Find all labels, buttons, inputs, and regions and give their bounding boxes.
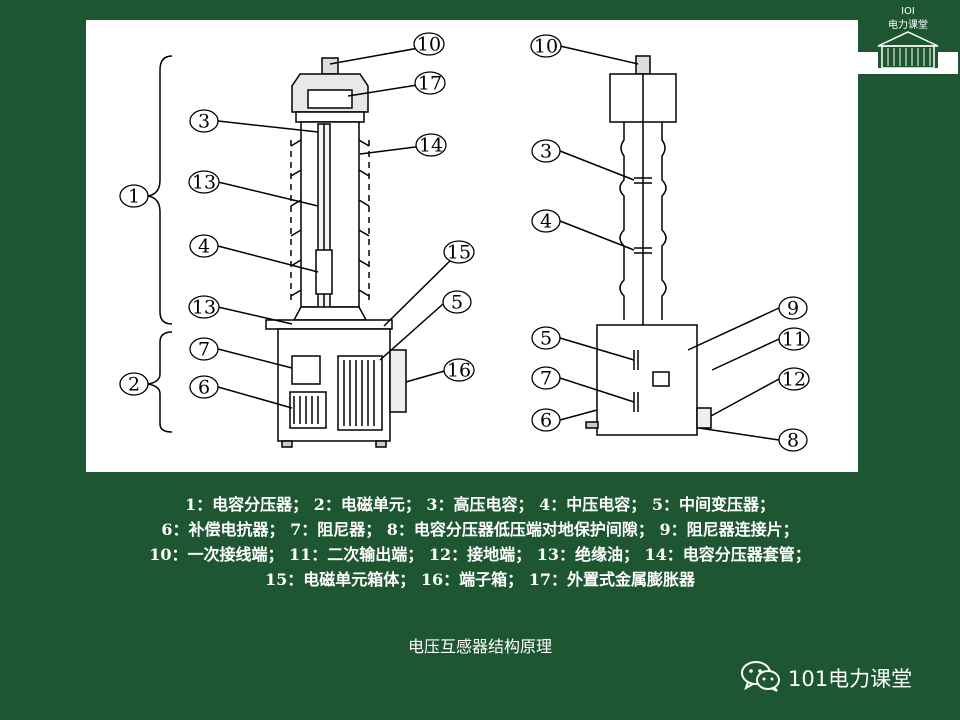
svg-text:7: 7 [198, 339, 210, 361]
svg-text:6: 6 [198, 377, 210, 399]
legend-line-4: 15：电磁单元箱体； 16：端子箱； 17：外置式金属膨胀器 [265, 570, 695, 589]
svg-text:12: 12 [782, 369, 806, 391]
svg-text:13: 13 [192, 297, 216, 319]
diagram-caption: 电压互感器结构原理 [407, 637, 552, 656]
svg-text:16: 16 [447, 360, 471, 382]
callout-16-left: 16 [443, 358, 475, 382]
brace-1 [147, 55, 173, 325]
brand-name: 101电力课堂 [788, 667, 913, 691]
svg-text:10: 10 [417, 34, 441, 56]
legend-line-1: 1：电容分压器； 2：电磁单元； 3：高压电容； 4：中压电容； 5：中间变压器… [185, 495, 775, 514]
callout-13b-left: 13 [188, 295, 220, 319]
svg-text:4: 4 [540, 211, 552, 233]
callout-5-left: 5 [442, 290, 472, 314]
callout-12-right: 12 [778, 367, 810, 391]
callout-2-left: 2 [119, 372, 149, 396]
svg-text:4: 4 [198, 236, 210, 258]
svg-text:电力课堂: 电力课堂 [888, 18, 928, 31]
legend: 1：电容分压器； 2：电磁单元； 3：高压电容； 4：中压电容； 5：中间变压器… [40, 492, 920, 592]
legend-line-2: 6：补偿电抗器； 7：阻尼器； 8：电容分压器低压端对地保护间隙； 9：阻尼器连… [161, 520, 799, 539]
callout-8-right: 8 [778, 428, 808, 452]
brace-2 [147, 331, 173, 433]
diagram-svg: 10 17 3 14 13 1 4 15 13 5 7 2 6 16 10 3 … [119, 32, 810, 452]
right-view [585, 55, 712, 436]
svg-text:9: 9 [787, 298, 799, 320]
svg-text:11: 11 [782, 329, 806, 351]
svg-text:6: 6 [540, 410, 552, 432]
callout-5-right: 5 [531, 326, 561, 350]
brand-watermark: 101电力课堂 [740, 660, 912, 696]
callout-3-left: 3 [189, 109, 219, 133]
svg-text:13: 13 [192, 172, 216, 194]
svg-text:5: 5 [451, 292, 463, 314]
building-logo-icon: IOI 电力课堂 [858, 2, 958, 74]
wechat-icon [740, 659, 782, 697]
callout-14-left: 14 [415, 133, 447, 157]
callout-4-left: 4 [189, 234, 219, 258]
svg-text:15: 15 [447, 242, 471, 264]
callout-10-right: 10 [530, 34, 562, 58]
svg-text:2: 2 [128, 374, 140, 396]
callout-10-left: 10 [413, 32, 445, 56]
callout-17-left: 17 [414, 71, 446, 95]
svg-text:10: 10 [534, 36, 558, 58]
callout-6-right: 6 [531, 408, 561, 432]
legend-line-3: 10：一次接线端； 11：二次输出端； 12：接地端； 13：绝缘油； 14：电… [149, 545, 811, 564]
svg-text:17: 17 [418, 73, 442, 95]
callout-11-right: 11 [778, 327, 810, 351]
svg-text:1: 1 [128, 186, 140, 208]
callout-15-left: 15 [443, 240, 475, 264]
callout-7-right: 7 [531, 366, 561, 390]
diagram-panel: 10 17 3 14 13 1 4 15 13 5 7 2 6 16 10 3 … [86, 20, 858, 472]
svg-text:5: 5 [540, 328, 552, 350]
callout-4-right: 4 [531, 209, 561, 233]
left-view [265, 57, 407, 448]
callout-9-right: 9 [778, 296, 808, 320]
svg-text:7: 7 [540, 368, 552, 390]
left-callouts: 10 17 3 14 13 1 4 15 13 5 7 2 6 16 [119, 32, 475, 399]
svg-text:14: 14 [419, 135, 443, 157]
callout-13a-left: 13 [188, 170, 220, 194]
svg-text:IOI: IOI [901, 6, 915, 17]
callout-3-right: 3 [531, 139, 561, 163]
callout-1-left: 1 [119, 184, 149, 208]
callout-6-left: 6 [189, 375, 219, 399]
svg-text:8: 8 [787, 430, 799, 452]
svg-text:3: 3 [540, 141, 552, 163]
right-callouts: 10 3 4 9 5 11 7 12 6 8 [530, 34, 810, 452]
callout-7-left: 7 [189, 337, 219, 361]
svg-text:3: 3 [198, 111, 210, 133]
